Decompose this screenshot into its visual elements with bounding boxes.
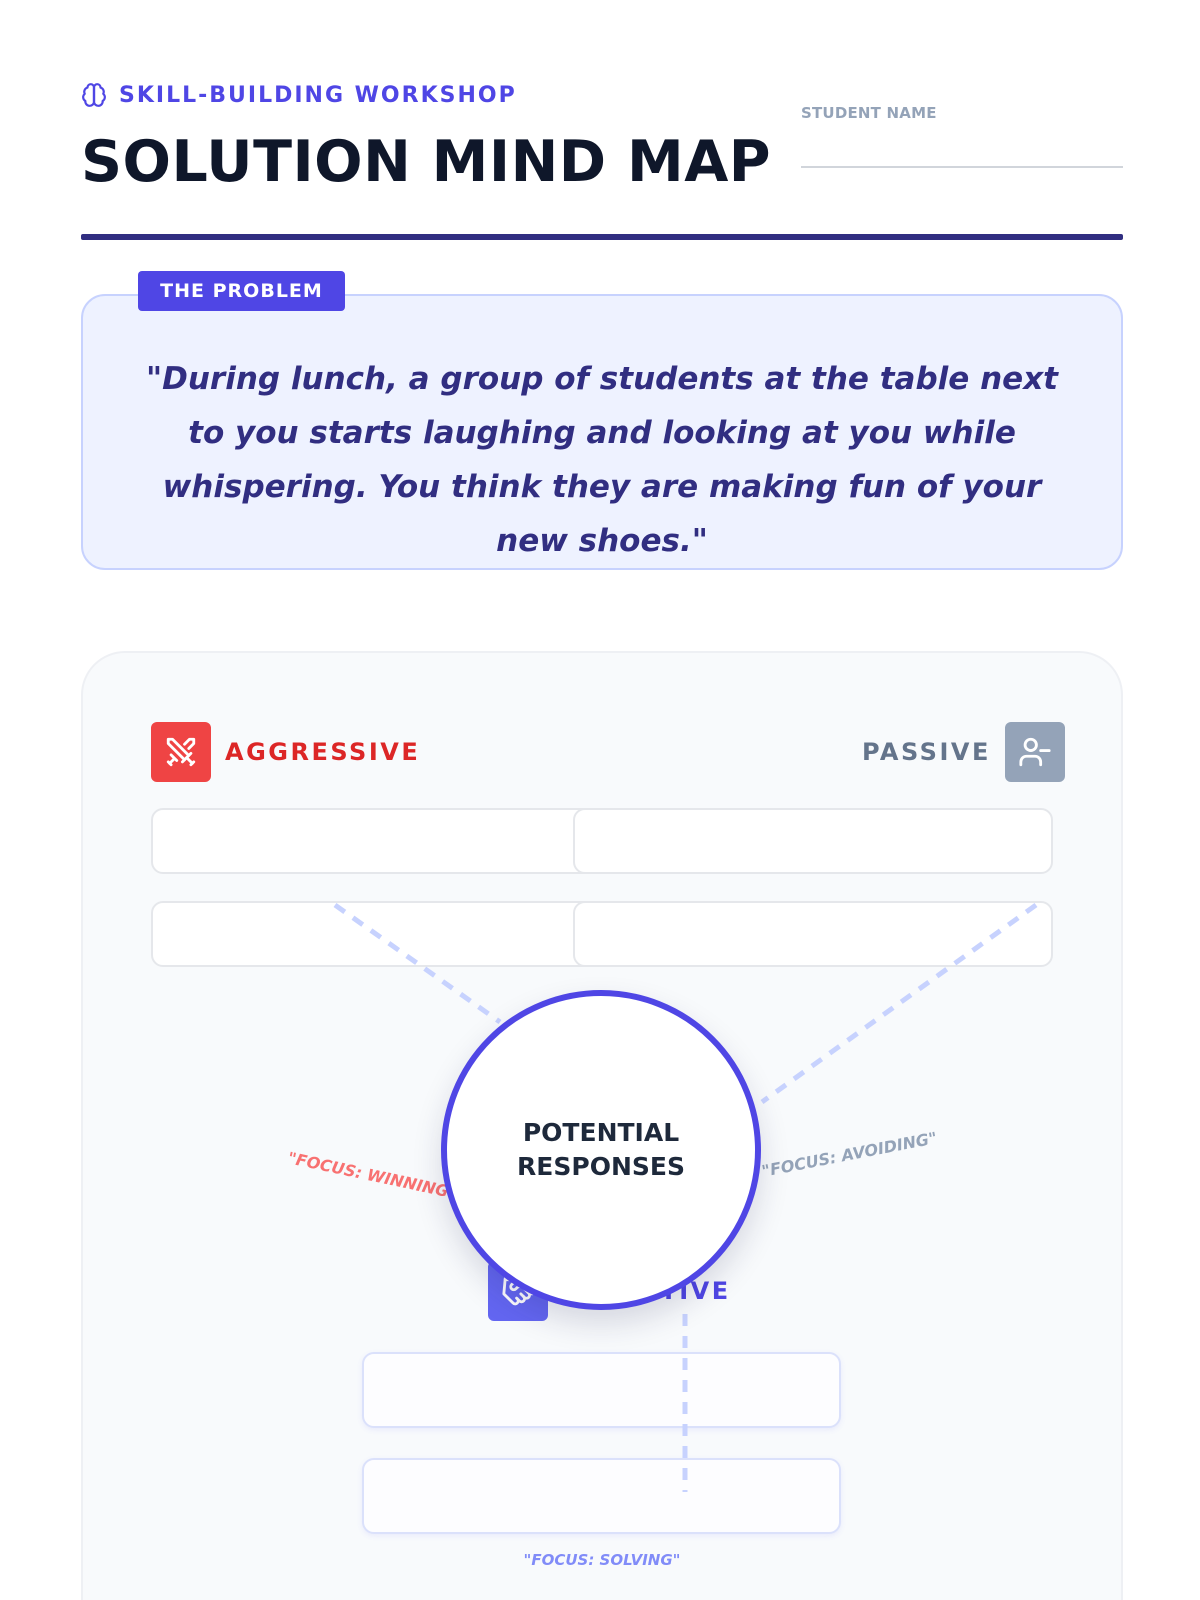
page-title: SOLUTION MIND MAP bbox=[81, 129, 772, 195]
category-aggressive: AGGRESSIVE bbox=[151, 722, 420, 782]
workshop-eyebrow: SKILL-BUILDING WORKSHOP bbox=[81, 82, 517, 108]
assertive-answer-box[interactable] bbox=[362, 1352, 841, 1428]
aggressive-answer-box[interactable] bbox=[151, 808, 626, 874]
passive-answer-box[interactable] bbox=[573, 808, 1053, 874]
focus-solving-label: "FOCUS: SOLVING" bbox=[523, 1551, 681, 1569]
header-divider bbox=[81, 234, 1123, 240]
brain-icon bbox=[82, 83, 106, 107]
category-passive: PASSIVE bbox=[862, 722, 1065, 782]
user-minus-icon bbox=[1004, 722, 1065, 782]
student-name-label: STUDENT NAME bbox=[801, 104, 937, 122]
problem-badge: THE PROBLEM bbox=[138, 271, 345, 311]
center-node-label: POTENTIAL RESPONSES bbox=[517, 1118, 685, 1181]
student-name-line[interactable] bbox=[801, 166, 1123, 168]
page-header: SKILL-BUILDING WORKSHOP SOLUTION MIND MA… bbox=[81, 80, 1123, 242]
problem-box: "During lunch, a group of students at th… bbox=[81, 294, 1123, 570]
category-passive-label: PASSIVE bbox=[862, 738, 991, 766]
aggressive-answer-box[interactable] bbox=[151, 901, 626, 967]
center-node: POTENTIAL RESPONSES bbox=[441, 990, 761, 1310]
category-aggressive-label: AGGRESSIVE bbox=[225, 738, 421, 766]
workshop-eyebrow-label: SKILL-BUILDING WORKSHOP bbox=[119, 82, 517, 108]
assertive-answer-box[interactable] bbox=[362, 1458, 841, 1534]
crossed-swords-icon bbox=[151, 722, 211, 782]
passive-answer-box[interactable] bbox=[573, 901, 1053, 967]
student-name-field[interactable]: STUDENT NAME bbox=[801, 104, 1123, 168]
problem-text: "During lunch, a group of students at th… bbox=[145, 361, 1059, 559]
